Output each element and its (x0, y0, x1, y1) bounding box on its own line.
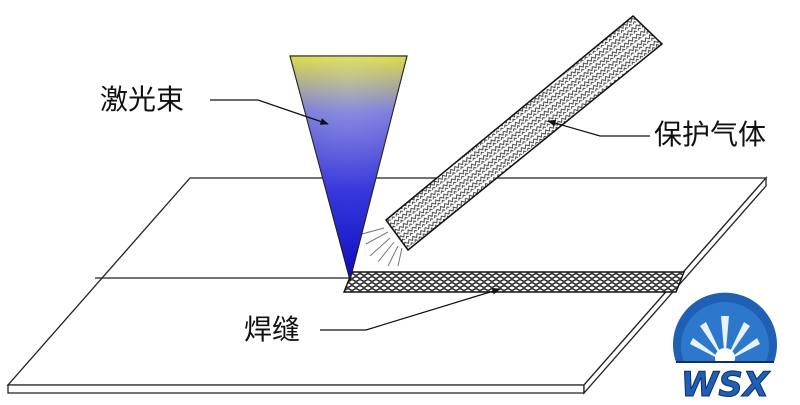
laser-beam-leader (210, 99, 329, 125)
laser-beam-cone (289, 55, 408, 283)
weld-seam-label: 焊缝 (244, 313, 301, 346)
gas-spray (361, 227, 403, 267)
logo-text: WSX (681, 365, 771, 400)
shield-gas-leader (547, 119, 650, 137)
laser-beam-label: 激光束 (100, 83, 185, 116)
shield-gas-nozzle (384, 14, 664, 252)
weld-seam-leader (320, 287, 501, 331)
shield-gas-label: 保护气体 (654, 118, 767, 151)
wsx-logo: WSX (673, 292, 778, 405)
weld-seam (342, 271, 686, 293)
leader-lines (210, 99, 650, 331)
